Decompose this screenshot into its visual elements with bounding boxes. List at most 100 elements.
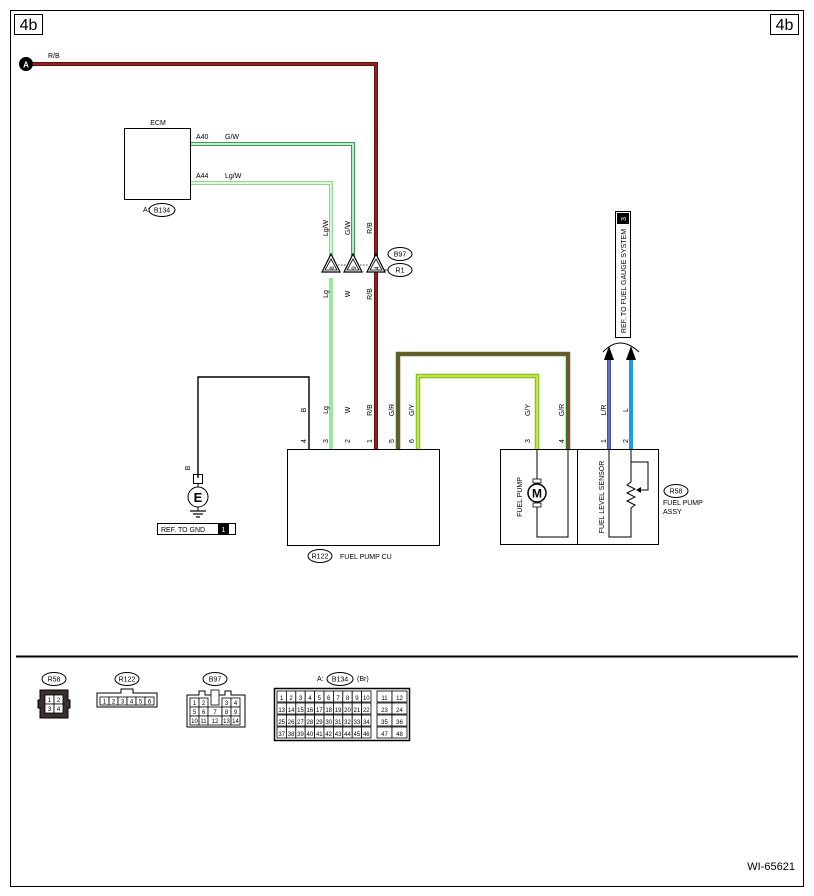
ref-arc <box>602 342 640 353</box>
b97-pin-4: 4 <box>375 266 381 270</box>
cu-wire-rb: R/B <box>367 404 374 416</box>
b134-pin-cell: 27 <box>297 720 304 726</box>
figure-id: WI-65621 <box>747 861 795 873</box>
r58-ref-oval <box>663 484 689 498</box>
fuel-pump-cu-box <box>287 449 440 546</box>
cu-wire-gr: G/R <box>389 404 396 416</box>
b134-pin-cell: 45 <box>354 732 361 738</box>
pump-pin-2: 2 <box>623 439 630 443</box>
b134-pin-cell: 41 <box>316 732 323 738</box>
corner-tag-left: 4b <box>14 14 43 35</box>
conn-b134-ref: B134 <box>332 677 348 684</box>
conn-r122-ref: R122 <box>119 677 136 684</box>
b97-bottom-lg: Lg <box>323 290 330 298</box>
ref-gnd-tag: 1 <box>222 527 226 534</box>
b134-pin-cell: 25 <box>278 720 285 726</box>
conn-r122-ref-oval <box>114 672 140 686</box>
r122-pin: 6 <box>148 700 152 706</box>
r122-pin: 5 <box>139 700 143 706</box>
r58-pin: 4 <box>57 707 61 713</box>
ecm-box <box>124 128 191 200</box>
connector-r122: 1 2 3 4 5 6 <box>96 688 158 708</box>
b97-pin-cell: 11 <box>200 719 207 725</box>
cu-pin-1: 1 <box>367 439 374 443</box>
pump-wire-gr: G/R <box>559 404 566 416</box>
cu-pin-4: 4 <box>301 439 308 443</box>
b134-pin-cell: 23 <box>381 708 388 714</box>
connector-r58: 1 2 3 4 <box>37 689 71 719</box>
b134-pin-cell: 30 <box>325 720 332 726</box>
fuel-pump-assy-box <box>500 449 659 545</box>
ecm-label: ECM <box>150 120 166 127</box>
ecm-pin-a44: A44 <box>196 173 209 180</box>
cu-pin-3: 3 <box>323 439 330 443</box>
conn-b134-suffix: (Br) <box>357 676 369 683</box>
b134-pin-cell: 44 <box>344 732 351 738</box>
b134-pin-cell: 37 <box>278 732 285 738</box>
b97-pin-cell: 8 <box>225 710 229 716</box>
b134-pin-cell: 46 <box>363 732 370 738</box>
conn-r58-ref: R58 <box>48 677 61 684</box>
b134-pin-cell: 35 <box>381 720 388 726</box>
b134-pin-cell: 2 <box>289 696 293 702</box>
pump-pin-4: 4 <box>559 439 566 443</box>
fuel-level-sensor-label: FUEL LEVEL SENSOR <box>599 461 606 534</box>
ecm-pin-a40-color: G/W <box>225 134 239 141</box>
page-frame <box>10 10 804 887</box>
wire-lgw <box>190 181 333 258</box>
b97-pin-cell: 1 <box>193 701 197 707</box>
fuel-pump-cu-label: FUEL PUMP CU <box>340 554 392 561</box>
cu-wire-w: W <box>345 406 352 413</box>
pump-wire-gy: G/Y <box>525 404 532 416</box>
b134-pin-cell: 10 <box>363 696 370 702</box>
conn-b97-ref: B97 <box>209 677 222 684</box>
b134-pin-cell: 28 <box>307 720 314 726</box>
b134-pin-cell: 22 <box>363 708 370 714</box>
wire-gw <box>190 142 355 258</box>
connector-a-dot <box>19 57 33 71</box>
cu-wire-lg: Lg <box>323 406 330 414</box>
b134-pin-cell: 12 <box>396 696 403 702</box>
b134-pin-cell: 9 <box>355 696 359 702</box>
b134-pin-cell: 48 <box>396 732 403 738</box>
cu-pin-6: 6 <box>409 439 416 443</box>
ecm-pin-a44-color: Lg/W <box>225 173 242 180</box>
b134-pin-cell: 32 <box>344 720 351 726</box>
cu-wire-b: B <box>301 407 308 412</box>
b97-top-rb: R/B <box>367 222 374 234</box>
ref-gnd-text: REF. TO GND <box>161 527 205 534</box>
ref-gauge-text: REF. TO FUEL GAUGE SYSTEM <box>621 229 628 333</box>
r122-pin: 1 <box>103 700 107 706</box>
b97-pin-cell: 12 <box>212 719 219 725</box>
connector-b97-triangles <box>321 252 386 273</box>
b97-bottom-w: W <box>345 290 352 297</box>
b134-pin-cell: 3 <box>299 696 303 702</box>
corner-tag-left-text: 4b <box>20 17 38 34</box>
b134-pin-cell: 6 <box>327 696 331 702</box>
pump-assy-wire-labels: G/Y G/R L/R L <box>525 404 630 417</box>
r58-ref: R58 <box>670 489 683 496</box>
motor-symbol <box>527 483 547 503</box>
ecm-pin-a40: A40 <box>196 134 209 141</box>
cu-pin-2: 2 <box>345 439 352 443</box>
b97-pin-9: 9 <box>352 266 358 270</box>
r122-ref-oval <box>307 549 333 563</box>
pump-pin-1: 1 <box>601 439 608 443</box>
conn-r58-ref-oval <box>41 672 67 686</box>
b97-pin-cell: 2 <box>202 701 206 707</box>
fuel-pump-assy-label-1: FUEL PUMP <box>663 500 703 507</box>
b134-pin-cell: 19 <box>335 708 342 714</box>
r58-pin: 3 <box>48 707 52 713</box>
fuel-pump-cu-pins: 4 3 2 1 5 6 <box>301 439 416 443</box>
b97-pin-cell: 4 <box>234 701 238 707</box>
b97-bottom-rb: R/B <box>367 288 374 300</box>
ref-gauge-box: 3 REF. TO FUEL GAUGE SYSTEM <box>615 211 631 338</box>
motor-letter: M <box>532 487 542 501</box>
b134-pin-cell: 11 <box>381 696 388 702</box>
arrow-l <box>626 346 636 360</box>
pump-wire-l: L <box>623 408 630 412</box>
pump-assy-pins: 3 4 1 2 <box>525 439 630 443</box>
ecm-ref: B134 <box>154 208 170 215</box>
b97-pin-cell: 9 <box>234 710 238 716</box>
